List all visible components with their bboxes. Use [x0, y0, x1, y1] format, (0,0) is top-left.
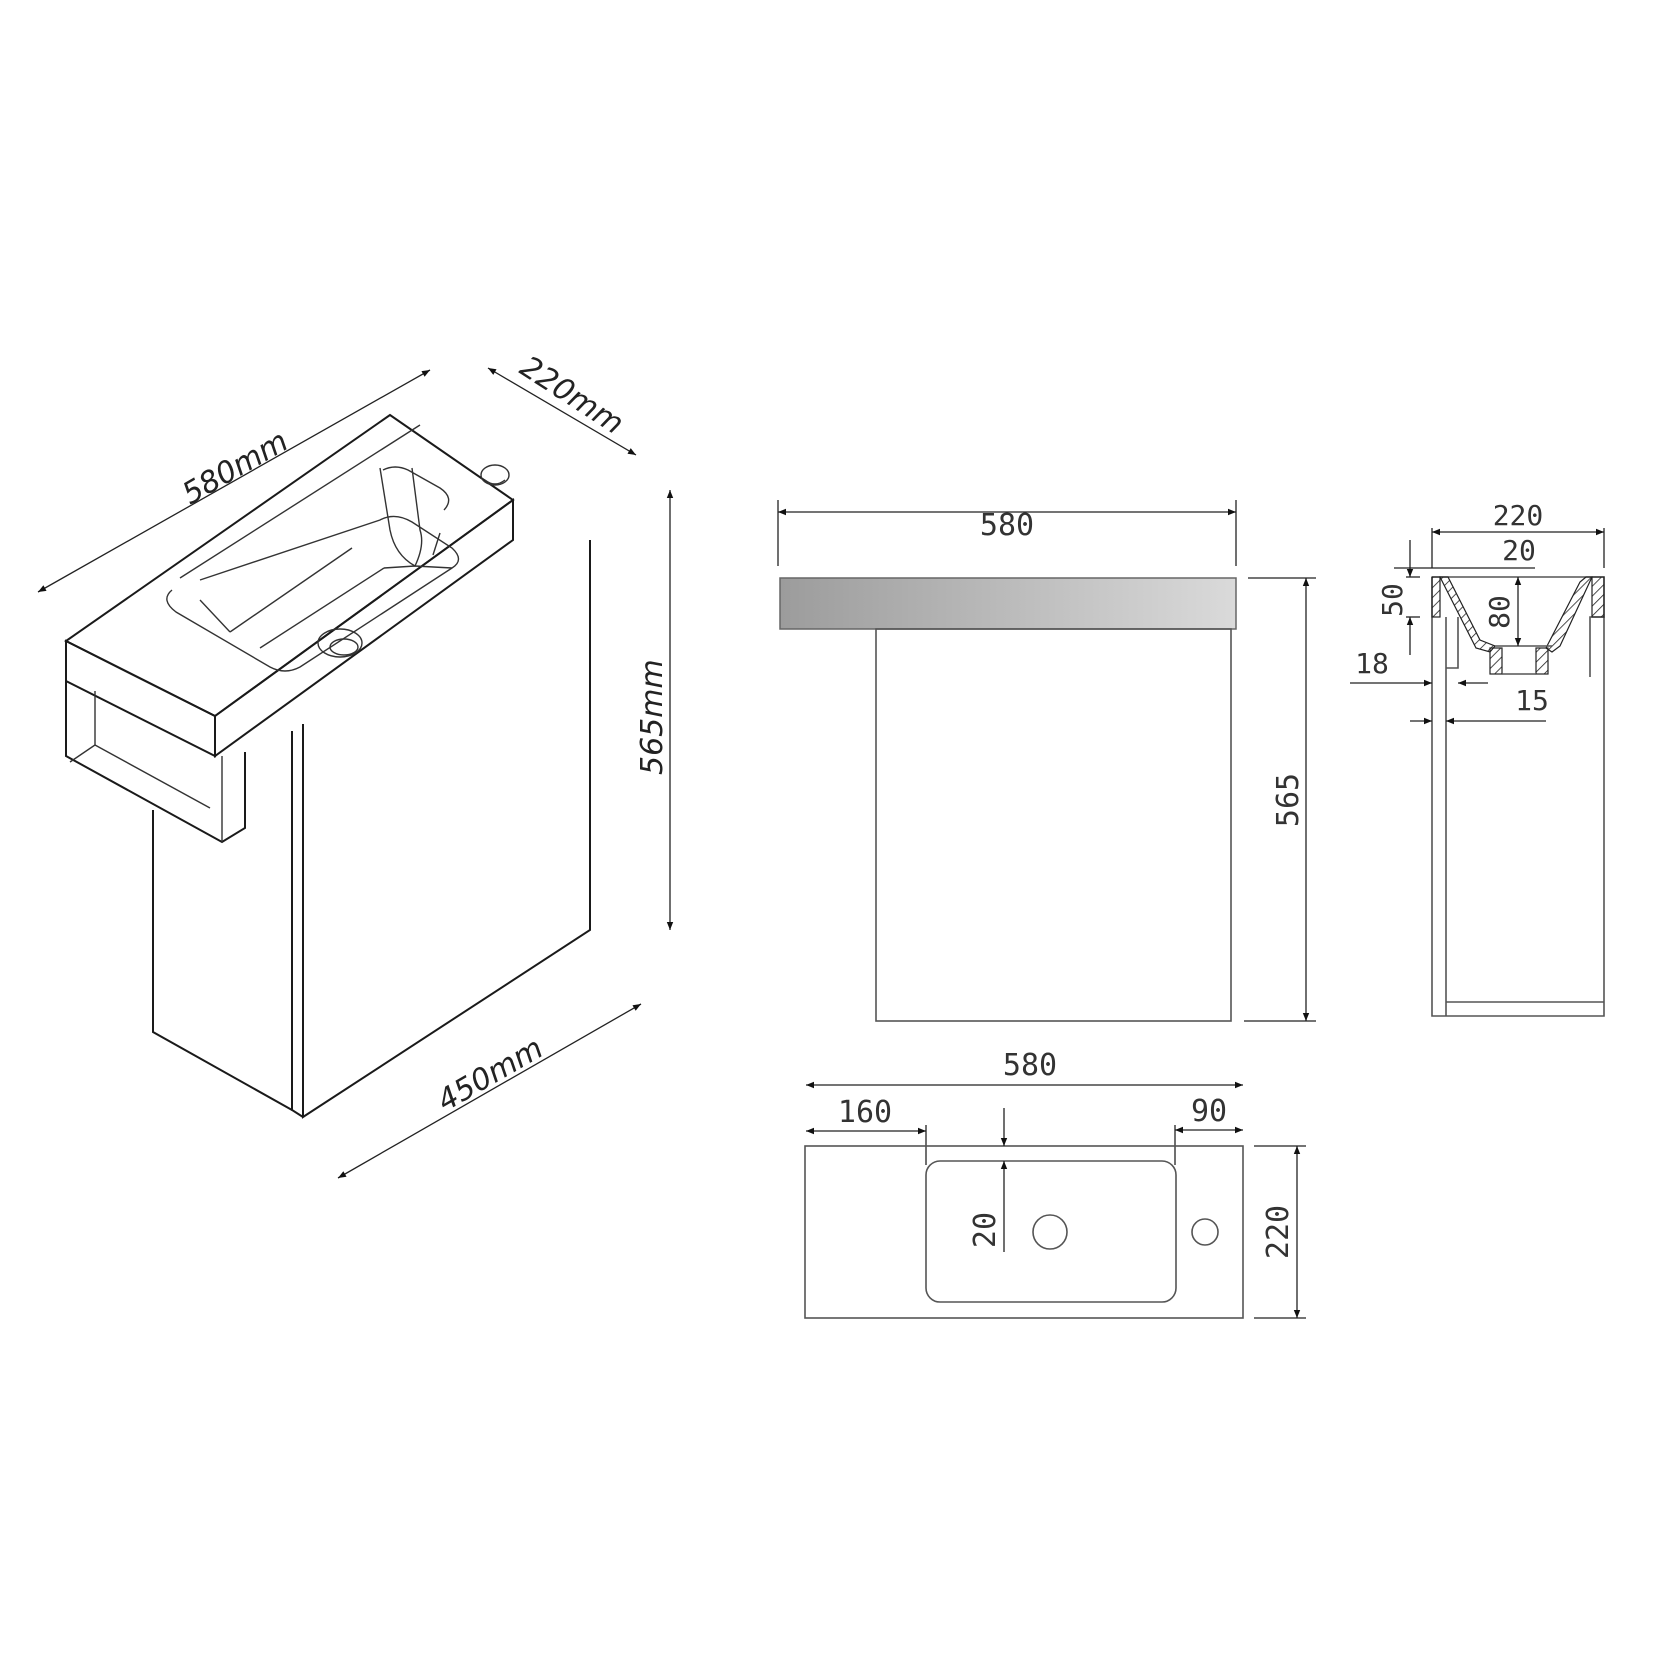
side-slab-label: 50 — [1376, 583, 1409, 617]
top-depth-label: 220 — [1261, 1205, 1296, 1259]
top-left-offset-label: 160 — [838, 1095, 892, 1130]
towel-rail — [65, 681, 246, 844]
cabinet-front — [302, 540, 591, 1119]
top-tap-circle — [1191, 1218, 1219, 1246]
side-bowl-depth-label: 80 — [1483, 595, 1516, 629]
iso-depth-label: 220mm — [514, 349, 630, 441]
hatch-right-wall — [1591, 576, 1605, 618]
hatch-drain-left — [1489, 647, 1503, 675]
top-width-label: 580 — [1003, 1048, 1057, 1083]
front-view: 580 565 — [777, 500, 1316, 1022]
front-slab — [779, 577, 1237, 630]
hatch-bowl-right — [1545, 576, 1593, 653]
hatch-drain-right — [1535, 647, 1549, 675]
side-depth-label: 220 — [1493, 499, 1544, 532]
hatch-left-wall — [1431, 576, 1441, 618]
slab-left-face — [65, 639, 216, 758]
front-cabinet — [875, 628, 1232, 1022]
iso-length-label: 580mm — [177, 424, 295, 512]
top-front-offset-label: 20 — [968, 1212, 1003, 1248]
isometric-view: 580mm 220mm 565mm 450mm — [37, 349, 674, 1179]
slab-front-face — [214, 498, 514, 758]
front-height-label: 565 — [1271, 773, 1306, 827]
side-section-view: 220 20 50 80 18 15 — [1350, 499, 1605, 1017]
top-view: 580 160 90 20 220 — [804, 1048, 1306, 1319]
drain-hole — [317, 628, 363, 658]
side-18-label: 18 — [1355, 647, 1389, 680]
iso-cabinet-width-label: 450mm — [432, 1031, 550, 1119]
top-drain-circle — [1032, 1214, 1068, 1250]
cabinet-side — [152, 810, 293, 1111]
tap-hole — [480, 464, 510, 486]
side-rim-label: 20 — [1502, 534, 1536, 567]
top-slab-outline — [804, 1145, 1244, 1319]
top-right-offset-label: 90 — [1191, 1094, 1227, 1129]
top-basin-outline — [925, 1160, 1177, 1303]
front-width-label: 580 — [980, 508, 1034, 543]
iso-height-label: 565mm — [635, 659, 670, 775]
side-15-label: 15 — [1515, 684, 1549, 717]
